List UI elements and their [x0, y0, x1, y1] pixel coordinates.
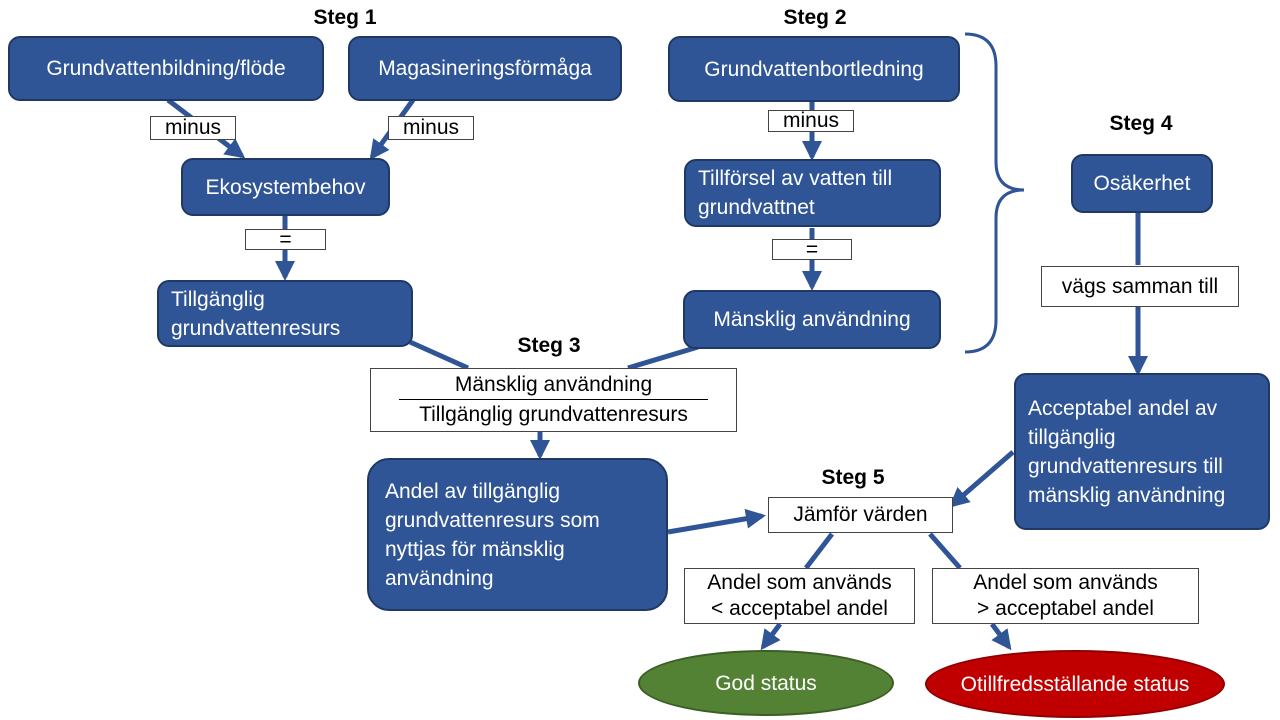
box-tillforsel: Tillförsel av vatten till grundvattnet: [684, 159, 941, 227]
line-mansklig-to-ratio: [627, 344, 699, 371]
outcome-god-status: God status: [638, 650, 894, 716]
box-mansklig-anvandning: Mänsklig användning: [683, 290, 941, 349]
step-2-heading: Steg 2: [783, 6, 847, 29]
step-3-heading: Steg 3: [517, 334, 581, 357]
label-vags-samman: vägs samman till: [1041, 266, 1239, 307]
ratio-denominator: Tillgänglig grundvattenresurs: [419, 403, 688, 426]
arrow-andel-to-jamfor: [667, 508, 766, 535]
arrow-acceptabel-to-jamfor: [948, 450, 1015, 508]
label-higher-condition: Andel som används > acceptabel andel: [932, 568, 1199, 624]
arrow-lower-to-good: [760, 622, 783, 651]
label-jamfor-varden: Jämför värden: [768, 497, 953, 533]
box-andel-nyttjas: Andel av tillgänglig grundvattenresurs s…: [367, 458, 668, 611]
lower-condition-line2: < acceptabel andel: [711, 597, 888, 620]
box-acceptabel-andel: Acceptabel andel av tillgänglig grundvat…: [1014, 373, 1270, 530]
box-tillganglig-resurs: Tillgänglig grundvattenresurs: [157, 280, 413, 347]
label-minus-left: minus: [150, 116, 236, 140]
bracket-steg1-2: [964, 32, 1025, 354]
step-5-heading: Steg 5: [821, 466, 885, 489]
label-lower-condition: Andel som används < acceptabel andel: [684, 568, 915, 624]
box-osakerhet: Osäkerhet: [1071, 154, 1213, 213]
label-equals-step2: =: [772, 238, 852, 261]
line-tillganglig-to-ratio: [408, 339, 470, 371]
label-minus-right: minus: [388, 116, 474, 140]
box-ekosystembehov: Ekosystembehov: [181, 158, 390, 216]
step-4-heading: Steg 4: [1109, 112, 1173, 135]
box-grundvattenbildning: Grundvattenbildning/flöde: [8, 36, 324, 101]
outcome-otillfredsstallande-status: Otillfredsställande status: [925, 650, 1225, 718]
line-jamfor-to-lower: [804, 532, 834, 570]
ratio-box: Mänsklig användning Tillgänglig grundvat…: [370, 368, 737, 432]
arrow-higher-to-bad: [989, 622, 1012, 651]
label-equals-step1: =: [245, 228, 326, 251]
line-jamfor-to-higher: [928, 532, 962, 570]
label-minus-step2: minus: [768, 109, 854, 132]
higher-condition-line2: > acceptabel andel: [977, 597, 1154, 620]
higher-condition-line1: Andel som används: [973, 571, 1158, 594]
box-bortledning: Grundvattenbortledning: [668, 36, 960, 102]
ratio-numerator: Mänsklig användning: [399, 371, 708, 400]
lower-condition-line1: Andel som används: [707, 571, 892, 594]
box-magasinering: Magasineringsförmåga: [348, 36, 622, 101]
step-1-heading: Steg 1: [313, 6, 377, 29]
